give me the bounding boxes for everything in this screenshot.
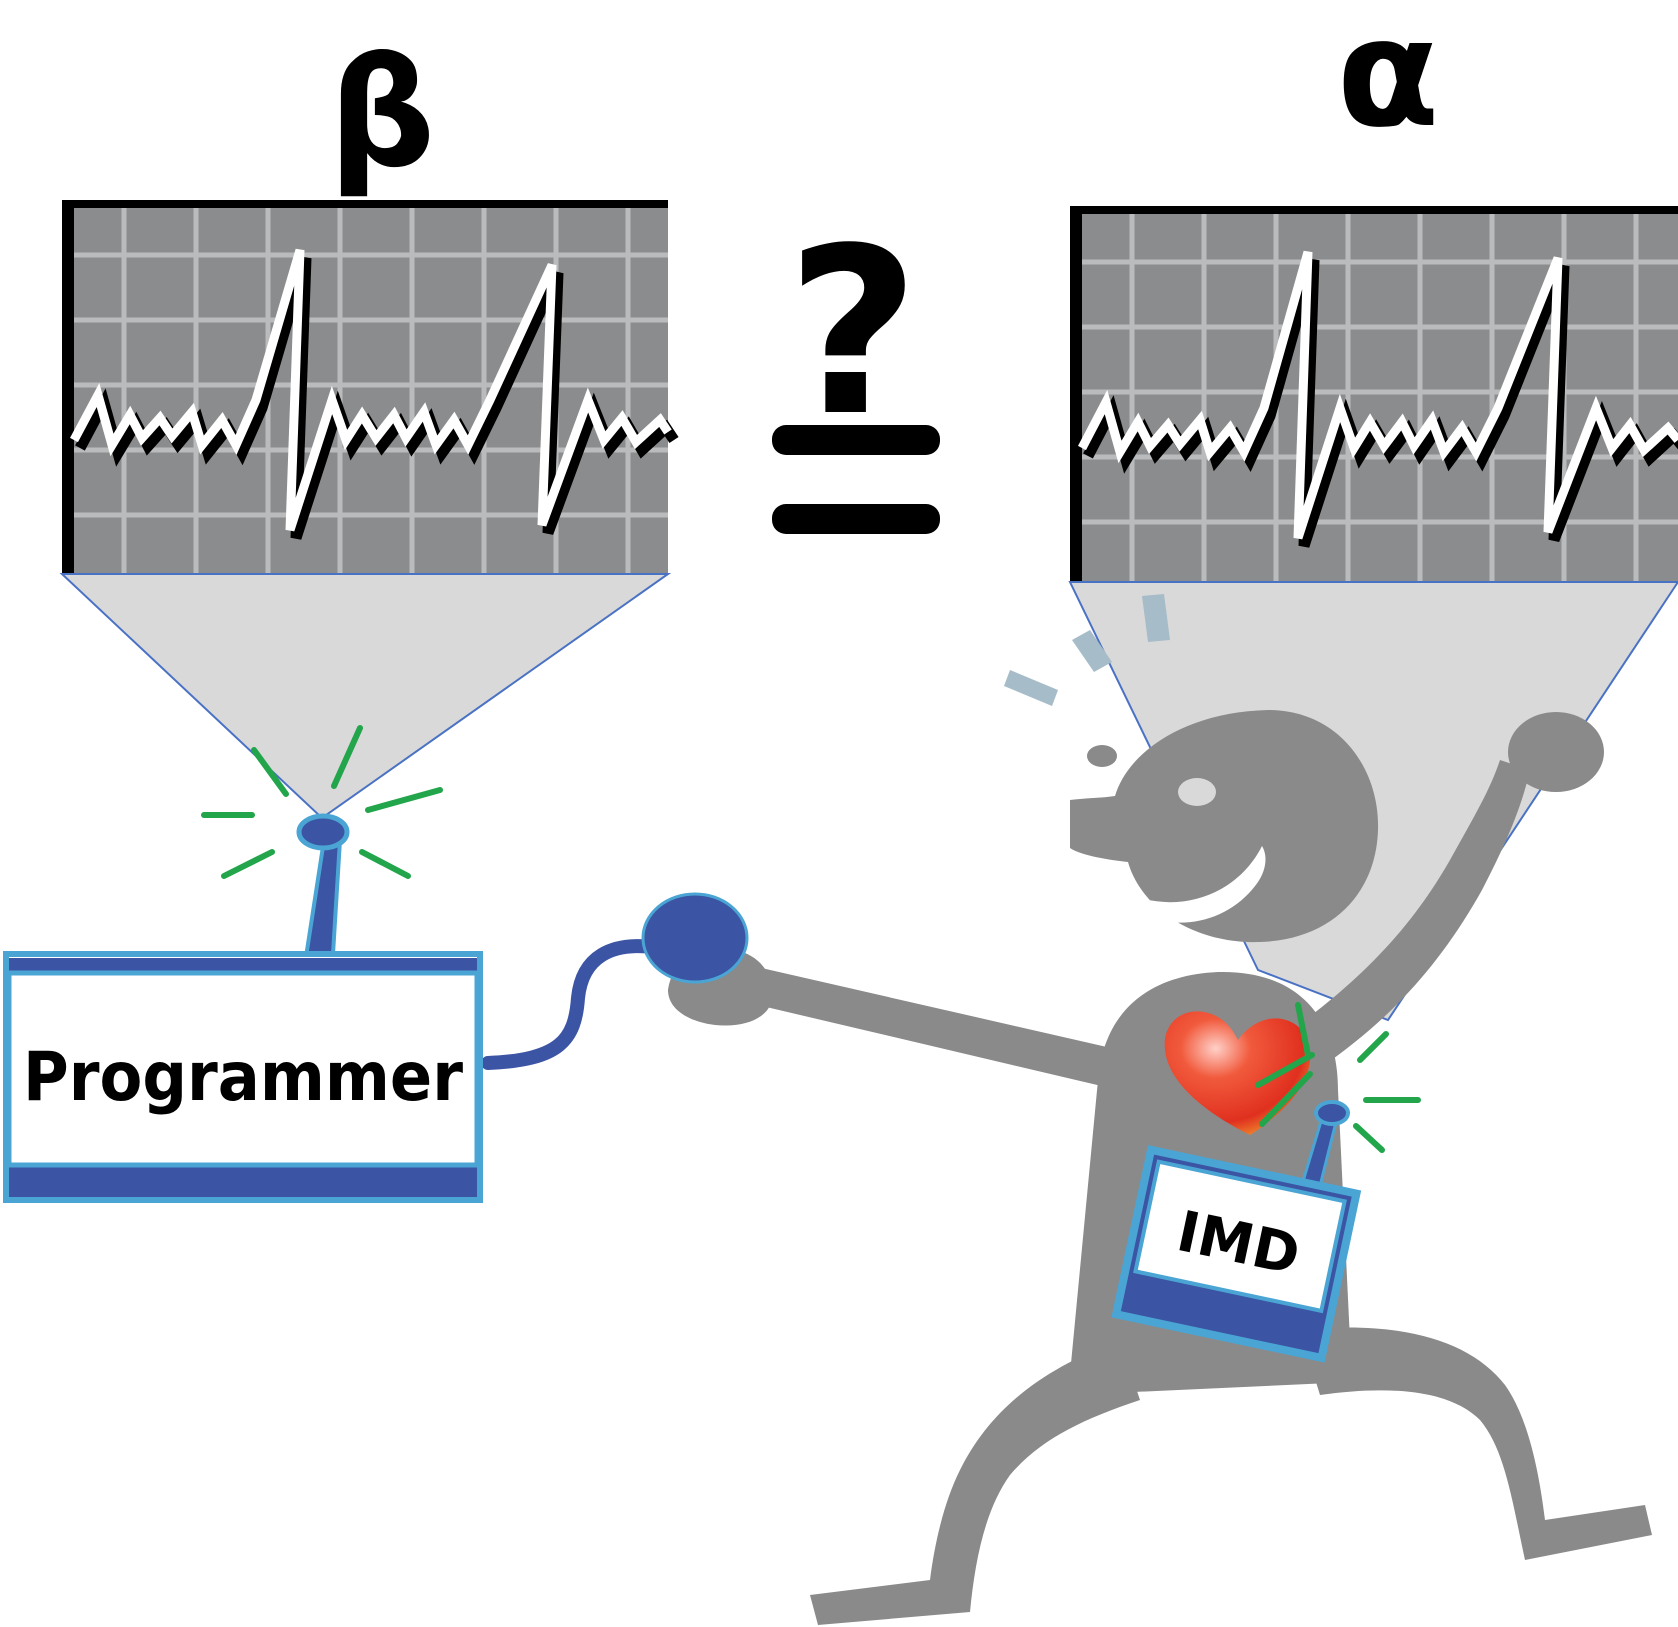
alpha-ecg-monitor-icon: [1070, 206, 1678, 582]
beta-label: β: [328, 27, 435, 201]
equals-bar-top: [772, 425, 940, 455]
programmer-antenna-icon: [301, 838, 343, 972]
question-equals-symbol: ?: [772, 200, 940, 534]
programmer-cable: [481, 939, 667, 1070]
question-mark: ?: [786, 200, 919, 467]
programmer-label: Programmer: [23, 1038, 463, 1117]
equals-bar-bottom: [772, 504, 940, 534]
motion-marks: [1004, 594, 1170, 706]
alpha-label: α: [1336, 0, 1439, 161]
wand-icon: [641, 892, 749, 984]
programmer-device: Programmer: [3, 725, 483, 1203]
heart-icon: [1164, 1011, 1311, 1135]
programmer-signal-beam: [59, 573, 672, 820]
imd-device: IMD: [1111, 1002, 1421, 1363]
beta-ecg-monitor-icon: [62, 200, 679, 574]
